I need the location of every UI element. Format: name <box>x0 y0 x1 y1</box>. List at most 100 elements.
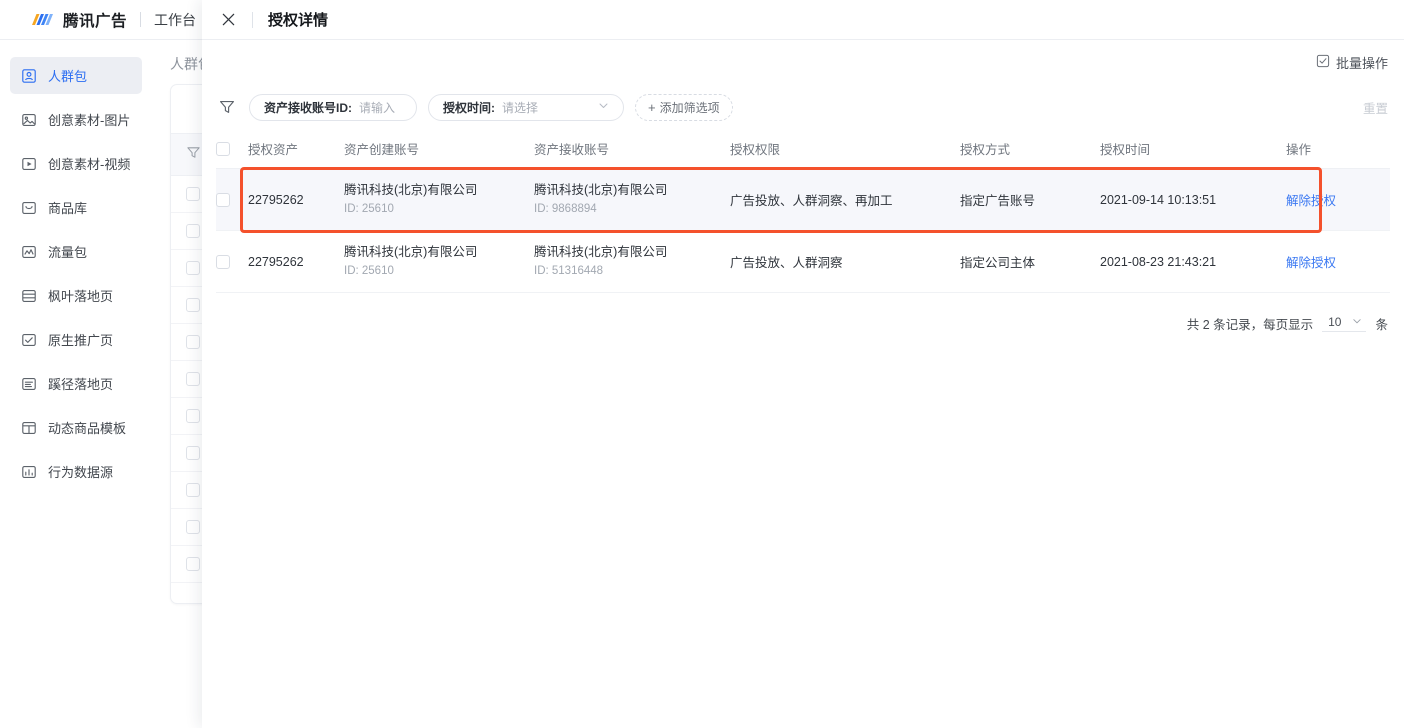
row-checkbox[interactable] <box>186 335 200 349</box>
sidebar-item-1[interactable]: 创意素材-图片 <box>10 101 142 138</box>
auth-time-filter[interactable]: 授权时间: 请选择 <box>428 93 624 121</box>
row-checkbox[interactable] <box>216 254 230 269</box>
row-checkbox[interactable] <box>216 192 230 207</box>
row-checkbox[interactable] <box>186 224 200 238</box>
cell-permission: 广告投放、人群洞察、再加工 <box>730 168 960 231</box>
maple-landing-page-icon <box>21 288 37 304</box>
row-checkbox[interactable] <box>186 483 200 497</box>
column-header-asset: 授权资产 <box>248 130 344 169</box>
column-header-creator: 资产创建账号 <box>344 130 534 169</box>
batch-operation-row: 批量操作 <box>216 40 1390 84</box>
sidebar-item-0[interactable]: 人群包 <box>10 57 142 94</box>
batch-operation-button[interactable]: 批量操作 <box>1316 53 1388 72</box>
sidebar-item-2[interactable]: 创意素材-视频 <box>10 145 142 182</box>
pagination-prefix: 共 2 条记录，每页显示 <box>1186 318 1314 332</box>
cell-operation: 解除授权 <box>1286 230 1390 293</box>
qijing-landing-page-icon <box>21 376 37 392</box>
row-checkbox[interactable] <box>186 520 200 534</box>
batch-operation-label: 批量操作 <box>1335 55 1388 71</box>
cell-way: 指定公司主体 <box>960 230 1100 293</box>
sidebar-item-label: 流量包 <box>48 245 88 260</box>
dynamic-product-template-icon <box>21 420 37 436</box>
page-size-value: 10 <box>1328 315 1342 329</box>
sidebar-item-4[interactable]: 流量包 <box>10 233 142 270</box>
cell-asset: 22795262 <box>248 230 344 293</box>
sidebar-item-label: 创意素材-视频 <box>48 157 131 172</box>
asset-receiver-id-input[interactable]: 请输入 <box>359 100 396 115</box>
brand-name: 腾讯广告 <box>63 12 128 30</box>
topbar-divider <box>140 12 142 27</box>
row-checkbox[interactable] <box>186 187 200 201</box>
close-icon[interactable] <box>216 8 240 32</box>
creator-id: ID: 25610 <box>344 203 394 215</box>
brand-logo[interactable]: 腾讯广告 <box>30 9 127 31</box>
row-checkbox[interactable] <box>186 372 200 386</box>
revoke-authorization-link[interactable]: 解除授权 <box>1286 194 1337 208</box>
sidebar-item-label: 蹊径落地页 <box>48 377 114 392</box>
receiver-id: ID: 9868894 <box>534 203 597 215</box>
authorization-table: 授权资产 资产创建账号 资产接收账号 授权权限 授权方式 授权时间 操作 227… <box>216 130 1390 293</box>
sidebar-item-7[interactable]: 蹊径落地页 <box>10 365 142 402</box>
column-header-operation: 操作 <box>1286 130 1390 169</box>
traffic-package-icon <box>21 244 37 260</box>
funnel-icon <box>219 99 235 115</box>
sidebar-item-5[interactable]: 枫叶落地页 <box>10 277 142 314</box>
cell-creator: 腾讯科技(北京)有限公司 ID: 25610 <box>344 230 534 293</box>
audience-package-icon <box>21 68 37 84</box>
behavior-data-source-icon <box>21 464 37 480</box>
row-checkbox[interactable] <box>186 557 200 571</box>
cell-asset: 22795262 <box>248 168 344 231</box>
select-all-checkbox[interactable] <box>216 141 230 156</box>
batch-check-icon <box>1316 54 1330 71</box>
modal-body: 批量操作 资产接收账号ID: 请输入 授权时间: 请选择 + <box>202 40 1404 728</box>
reset-button[interactable]: 重置 <box>1362 101 1388 116</box>
authorization-detail-modal: 授权详情 批量操作 资产接收账号ID: 请 <box>202 0 1404 728</box>
column-header-way: 授权方式 <box>960 130 1100 169</box>
select-all-cell <box>216 130 248 169</box>
chevron-down-icon <box>1352 316 1362 328</box>
sidebar-item-label: 创意素材-图片 <box>48 113 131 128</box>
tencent-ads-logo-icon <box>30 12 56 27</box>
workspace-link[interactable]: 工作台 <box>154 11 197 28</box>
cell-time: 2021-08-23 21:43:21 <box>1100 230 1286 293</box>
asset-receiver-id-filter[interactable]: 资产接收账号ID: 请输入 <box>249 93 417 121</box>
base-page-title: 人群包 <box>170 56 212 72</box>
column-header-time: 授权时间 <box>1100 130 1286 169</box>
row-checkbox[interactable] <box>186 409 200 423</box>
cell-operation: 解除授权 <box>1286 168 1390 231</box>
filter-bar: 资产接收账号ID: 请输入 授权时间: 请选择 + 添加筛选项 重置 <box>216 84 1390 130</box>
row-checkbox[interactable] <box>186 298 200 312</box>
column-header-receiver: 资产接收账号 <box>534 130 730 169</box>
video-material-icon <box>21 156 37 172</box>
auth-time-value: 请选择 <box>502 100 539 115</box>
sidebar-item-label: 原生推广页 <box>48 333 114 348</box>
sidebar-item-8[interactable]: 动态商品模板 <box>10 409 142 446</box>
modal-title: 授权详情 <box>268 12 329 29</box>
receiver-id: ID: 51316448 <box>534 265 604 277</box>
page-size-select[interactable]: 10 <box>1322 315 1367 332</box>
add-filter-button[interactable]: + 添加筛选项 <box>635 93 733 121</box>
pagination-suffix: 条 <box>1375 318 1388 332</box>
sidebar-item-label: 商品库 <box>48 201 88 216</box>
row-checkbox[interactable] <box>186 446 200 460</box>
sidebar-item-label: 动态商品模板 <box>48 421 127 436</box>
chevron-down-icon <box>598 100 609 114</box>
creator-name: 腾讯科技(北京)有限公司 <box>344 245 478 259</box>
table-header: 授权资产 资产创建账号 资产接收账号 授权权限 授权方式 授权时间 操作 <box>216 130 1390 169</box>
row-checkbox[interactable] <box>186 261 200 275</box>
cell-way: 指定广告账号 <box>960 168 1100 231</box>
sidebar-item-label: 人群包 <box>48 69 88 84</box>
sidebar-item-3[interactable]: 商品库 <box>10 189 142 226</box>
row-select-cell <box>216 230 248 293</box>
column-header-permission: 授权权限 <box>730 130 960 169</box>
receiver-name: 腾讯科技(北京)有限公司 <box>534 245 668 259</box>
sidebar-item-9[interactable]: 行为数据源 <box>10 453 142 490</box>
table-header-row: 授权资产 资产创建账号 资产接收账号 授权权限 授权方式 授权时间 操作 <box>216 130 1390 169</box>
add-filter-label: 添加筛选项 <box>659 100 720 115</box>
creator-id: ID: 25610 <box>344 265 394 277</box>
sidebar-item-6[interactable]: 原生推广页 <box>10 321 142 358</box>
revoke-authorization-link[interactable]: 解除授权 <box>1286 256 1337 270</box>
